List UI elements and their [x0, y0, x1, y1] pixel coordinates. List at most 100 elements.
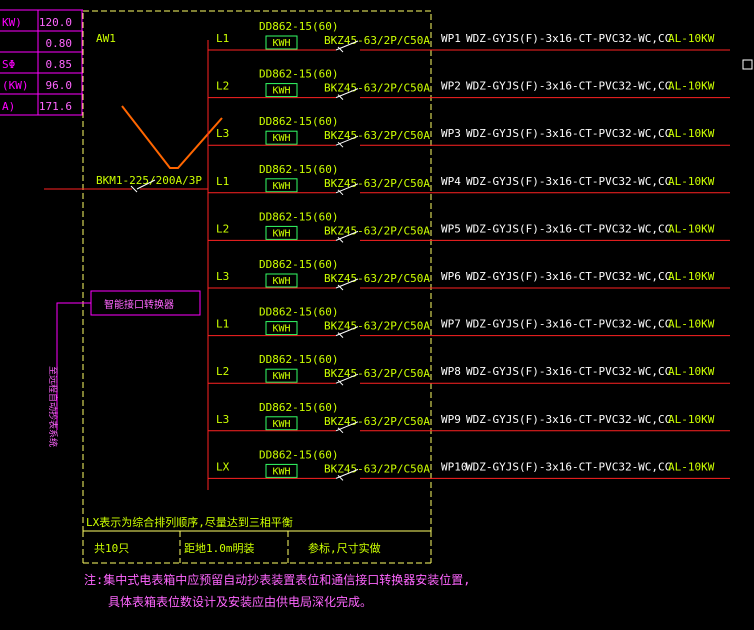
phase-label: L2: [216, 80, 229, 93]
param-value: 0.85: [46, 58, 73, 71]
circuit-id: WP9: [441, 413, 461, 426]
cable-spec: WDZ-GYJS(F)-3x16-CT-PVC32-WC,CC: [466, 32, 671, 45]
kwh-label: KWH: [272, 324, 290, 335]
note-line-2: 具体表箱表位数设计及安装应由供电局深化完成。: [108, 594, 372, 609]
kwh-meter-box: [265, 178, 298, 193]
meter-model: DD862-15(60): [259, 115, 338, 128]
cable-spec: WDZ-GYJS(F)-3x16-CT-PVC32-WC,CC: [466, 127, 671, 140]
breaker-model: BKZ45-63/2P/C50A: [324, 82, 430, 95]
param-label: KW): [2, 16, 22, 29]
load-label: AL-10KW: [668, 222, 715, 235]
kwh-meter-box: [265, 321, 298, 336]
kwh-label: KWH: [272, 228, 290, 239]
circuit-id: WP2: [441, 80, 461, 93]
load-label: AL-10KW: [668, 318, 715, 331]
load-label: AL-10KW: [668, 127, 715, 140]
breaker-contact: [337, 332, 344, 338]
breaker-model: BKZ45-63/2P/C50A: [324, 367, 430, 380]
cable-spec: WDZ-GYJS(F)-3x16-CT-PVC32-WC,CC: [466, 318, 671, 331]
footer-size: 参标,尺寸实做: [308, 541, 381, 555]
breaker-model: BKZ45-63/2P/C50A: [324, 415, 430, 428]
breaker-model: BKZ45-63/2P/C50A: [324, 272, 430, 285]
kwh-label: KWH: [272, 181, 290, 192]
main-breaker-symbol: [130, 179, 156, 193]
breaker-contact: [337, 284, 344, 291]
circuit-id: WP10: [441, 460, 468, 473]
breaker-contact: [337, 379, 344, 386]
meter-model: DD862-15(60): [259, 210, 338, 223]
circuit-id: WP1: [441, 32, 461, 45]
meter-model: DD862-15(60): [259, 401, 338, 414]
kwh-label: KWH: [272, 371, 290, 382]
breaker-contact: [337, 141, 344, 148]
param-value: 171.6: [39, 100, 72, 113]
box-frame: [82, 10, 432, 532]
circuit-id: WP4: [441, 175, 461, 188]
breaker-contact: [337, 475, 344, 481]
load-label: AL-10KW: [668, 32, 715, 45]
breaker-model: BKZ45-63/2P/C50A: [324, 129, 430, 142]
load-label: AL-10KW: [668, 175, 715, 188]
footer-mounting: 距地1.0m明装: [184, 542, 255, 555]
kwh-meter-box: [265, 35, 298, 50]
cable-spec: WDZ-GYJS(F)-3x16-CT-PVC32-WC,CC: [466, 413, 671, 426]
cable-spec: WDZ-GYJS(F)-3x16-CT-PVC32-WC,CC: [466, 80, 671, 93]
cable-spec: WDZ-GYJS(F)-3x16-CT-PVC32-WC,CC: [466, 460, 671, 473]
kwh-label: KWH: [272, 419, 290, 430]
phase-label: L3: [216, 413, 229, 426]
kwh-label: KWH: [272, 133, 290, 144]
param-value: 96.0: [46, 79, 73, 92]
circuit-id: WP8: [441, 365, 461, 378]
breaker-contact: [337, 427, 344, 434]
meter-model: DD862-15(60): [259, 258, 338, 271]
v-marker: [121, 105, 223, 169]
meter-model: DD862-15(60): [259, 306, 338, 319]
cable-spec: WDZ-GYJS(F)-3x16-CT-PVC32-WC,CC: [466, 175, 671, 188]
breaker-model: BKZ45-63/2P/C50A: [324, 177, 430, 190]
kwh-meter-box: [265, 130, 298, 145]
circuit-id: WP3: [441, 127, 461, 140]
meter-model: DD862-15(60): [259, 163, 338, 176]
circuit-id: WP6: [441, 270, 461, 283]
kwh-meter-box: [265, 463, 298, 478]
kwh-meter-box: [265, 416, 298, 431]
load-label: AL-10KW: [668, 413, 715, 426]
circuit-row: L3 DD862-15(60) KWH BKZ45-63/2P/C50A WP9 WDZ-…: [208, 401, 730, 434]
phase-label: L1: [216, 175, 229, 188]
kwh-meter-box: [265, 83, 298, 98]
kwh-label: KWH: [272, 276, 290, 287]
interface-lead-line: [56, 302, 91, 430]
kwh-label: KWH: [272, 466, 290, 477]
kwh-label: KWH: [272, 86, 290, 97]
meter-model: DD862-15(60): [259, 353, 338, 366]
remote-meter-reading-label: 至远程自动抄表系统: [47, 366, 59, 447]
load-label: AL-10KW: [668, 80, 715, 93]
breaker-contact: [337, 237, 344, 243]
cable-spec: WDZ-GYJS(F)-3x16-CT-PVC32-WC,CC: [466, 222, 671, 235]
phase-label: L1: [216, 32, 229, 45]
box-name: AW1: [96, 32, 116, 45]
note-line-1: 注:集中式电表箱中应预留自动抄表装置表位和通信接口转换器安装位置,: [84, 572, 470, 587]
phase-label: L2: [216, 222, 229, 235]
param-label: (KW): [2, 79, 29, 92]
load-label: AL-10KW: [668, 365, 715, 378]
cable-spec: WDZ-GYJS(F)-3x16-CT-PVC32-WC,CC: [466, 270, 671, 283]
footer-count: 共10只: [94, 542, 129, 555]
footer-row: 共10只 距地1.0m明装 参标,尺寸实做: [82, 530, 432, 564]
meter-model: DD862-15(60): [259, 448, 338, 461]
main-breaker-label: BKM1-225/200A/3P: [96, 174, 202, 187]
param-value: 0.80: [46, 37, 73, 50]
breaker-model: BKZ45-63/2P/C50A: [324, 462, 430, 475]
lx-note: LX表示为综合排列顺序,尽量达到三相平衡: [86, 515, 293, 529]
meter-model: DD862-15(60): [259, 68, 338, 81]
kwh-label: KWH: [272, 38, 290, 49]
load-label: AL-10KW: [668, 460, 715, 473]
breaker-contact: [337, 46, 344, 53]
